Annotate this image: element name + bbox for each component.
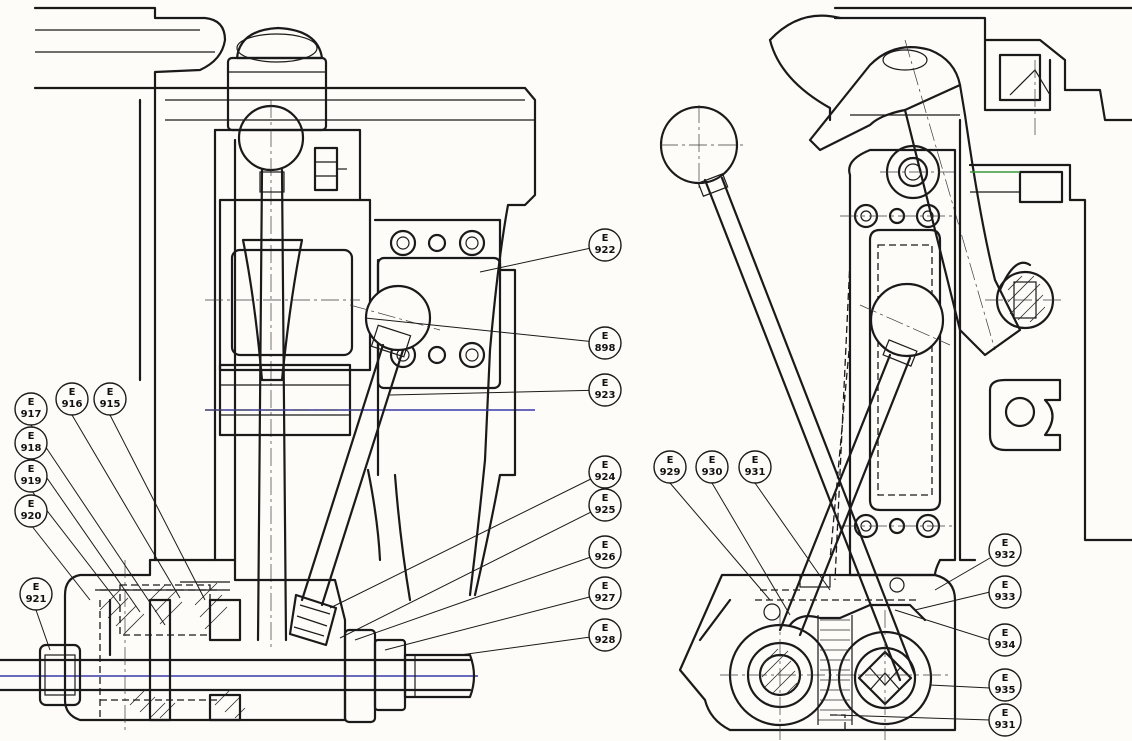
callout-prefix: E bbox=[602, 540, 609, 551]
callout-E915: E 915 bbox=[93, 382, 127, 416]
callout-number: 926 bbox=[595, 552, 616, 563]
callout-number: 922 bbox=[595, 245, 616, 256]
callout-E898: E 898 bbox=[588, 326, 622, 360]
callout-prefix: E bbox=[1002, 628, 1009, 639]
callout-prefix: E bbox=[602, 581, 609, 592]
callout-number: 923 bbox=[595, 390, 616, 401]
callout-prefix: E bbox=[107, 387, 114, 398]
callout-E923: E 923 bbox=[588, 373, 622, 407]
callout-number: 929 bbox=[660, 467, 681, 478]
callout-E928: E 928 bbox=[588, 618, 622, 652]
callout-prefix: E bbox=[1002, 708, 1009, 719]
callout-prefix: E bbox=[602, 493, 609, 504]
callout-number: 931 bbox=[995, 720, 1016, 731]
callout-E917: E 917 bbox=[14, 392, 48, 426]
callout-E918: E 918 bbox=[14, 426, 48, 460]
callout-prefix: E bbox=[602, 331, 609, 342]
callout-number: 932 bbox=[995, 550, 1016, 561]
callout-E929: E 929 bbox=[653, 450, 687, 484]
callout-number: 918 bbox=[21, 443, 42, 454]
callout-number: 916 bbox=[62, 399, 83, 410]
callout-number: 925 bbox=[595, 505, 616, 516]
callout-number: 921 bbox=[26, 594, 47, 605]
callout-prefix: E bbox=[28, 499, 35, 510]
callout-number: 928 bbox=[595, 635, 616, 646]
callout-number: 935 bbox=[995, 685, 1016, 696]
left-view bbox=[0, 6, 537, 730]
callout-E925: E 925 bbox=[588, 488, 622, 522]
callout-E916: E 916 bbox=[55, 382, 89, 416]
callout-prefix: E bbox=[602, 460, 609, 471]
callout-number: 933 bbox=[995, 592, 1016, 603]
callout-E920: E 920 bbox=[14, 494, 48, 528]
callout-prefix: E bbox=[667, 455, 674, 466]
callout-prefix: E bbox=[602, 623, 609, 634]
callout-E926: E 926 bbox=[588, 535, 622, 569]
callout-E933: E 933 bbox=[988, 575, 1022, 609]
right-view bbox=[659, 6, 1132, 740]
callout-E931-lower: E 931 bbox=[988, 703, 1022, 737]
callout-prefix: E bbox=[709, 455, 716, 466]
callout-prefix: E bbox=[602, 378, 609, 389]
callout-number: 917 bbox=[21, 409, 42, 420]
callout-number: 930 bbox=[702, 467, 723, 478]
callout-number: 924 bbox=[595, 472, 616, 483]
callout-E934: E 934 bbox=[988, 623, 1022, 657]
callout-number: 931 bbox=[745, 467, 766, 478]
callout-prefix: E bbox=[752, 455, 759, 466]
callout-E930: E 930 bbox=[695, 450, 729, 484]
callout-prefix: E bbox=[1002, 580, 1009, 591]
callout-E921: E 921 bbox=[19, 577, 53, 611]
callout-prefix: E bbox=[28, 397, 35, 408]
callout-prefix: E bbox=[1002, 538, 1009, 549]
callout-prefix: E bbox=[28, 431, 35, 442]
callout-E922: E 922 bbox=[588, 228, 622, 262]
callout-number: 927 bbox=[595, 593, 616, 604]
callout-prefix: E bbox=[602, 233, 609, 244]
callout-number: 919 bbox=[21, 476, 42, 487]
callout-number: 898 bbox=[595, 343, 616, 354]
callout-prefix: E bbox=[1002, 673, 1009, 684]
callout-number: 920 bbox=[21, 511, 42, 522]
callout-number: 934 bbox=[995, 640, 1016, 651]
callout-E932: E 932 bbox=[988, 533, 1022, 567]
callout-E931-upper: E 931 bbox=[738, 450, 772, 484]
callout-prefix: E bbox=[69, 387, 76, 398]
callout-E927: E 927 bbox=[588, 576, 622, 610]
callout-prefix: E bbox=[33, 582, 40, 593]
callout-E924: E 924 bbox=[588, 455, 622, 489]
callout-E935: E 935 bbox=[988, 668, 1022, 702]
callout-prefix: E bbox=[28, 464, 35, 475]
callout-number: 915 bbox=[100, 399, 121, 410]
callout-E919: E 919 bbox=[14, 459, 48, 493]
leader-lines bbox=[30, 244, 991, 721]
